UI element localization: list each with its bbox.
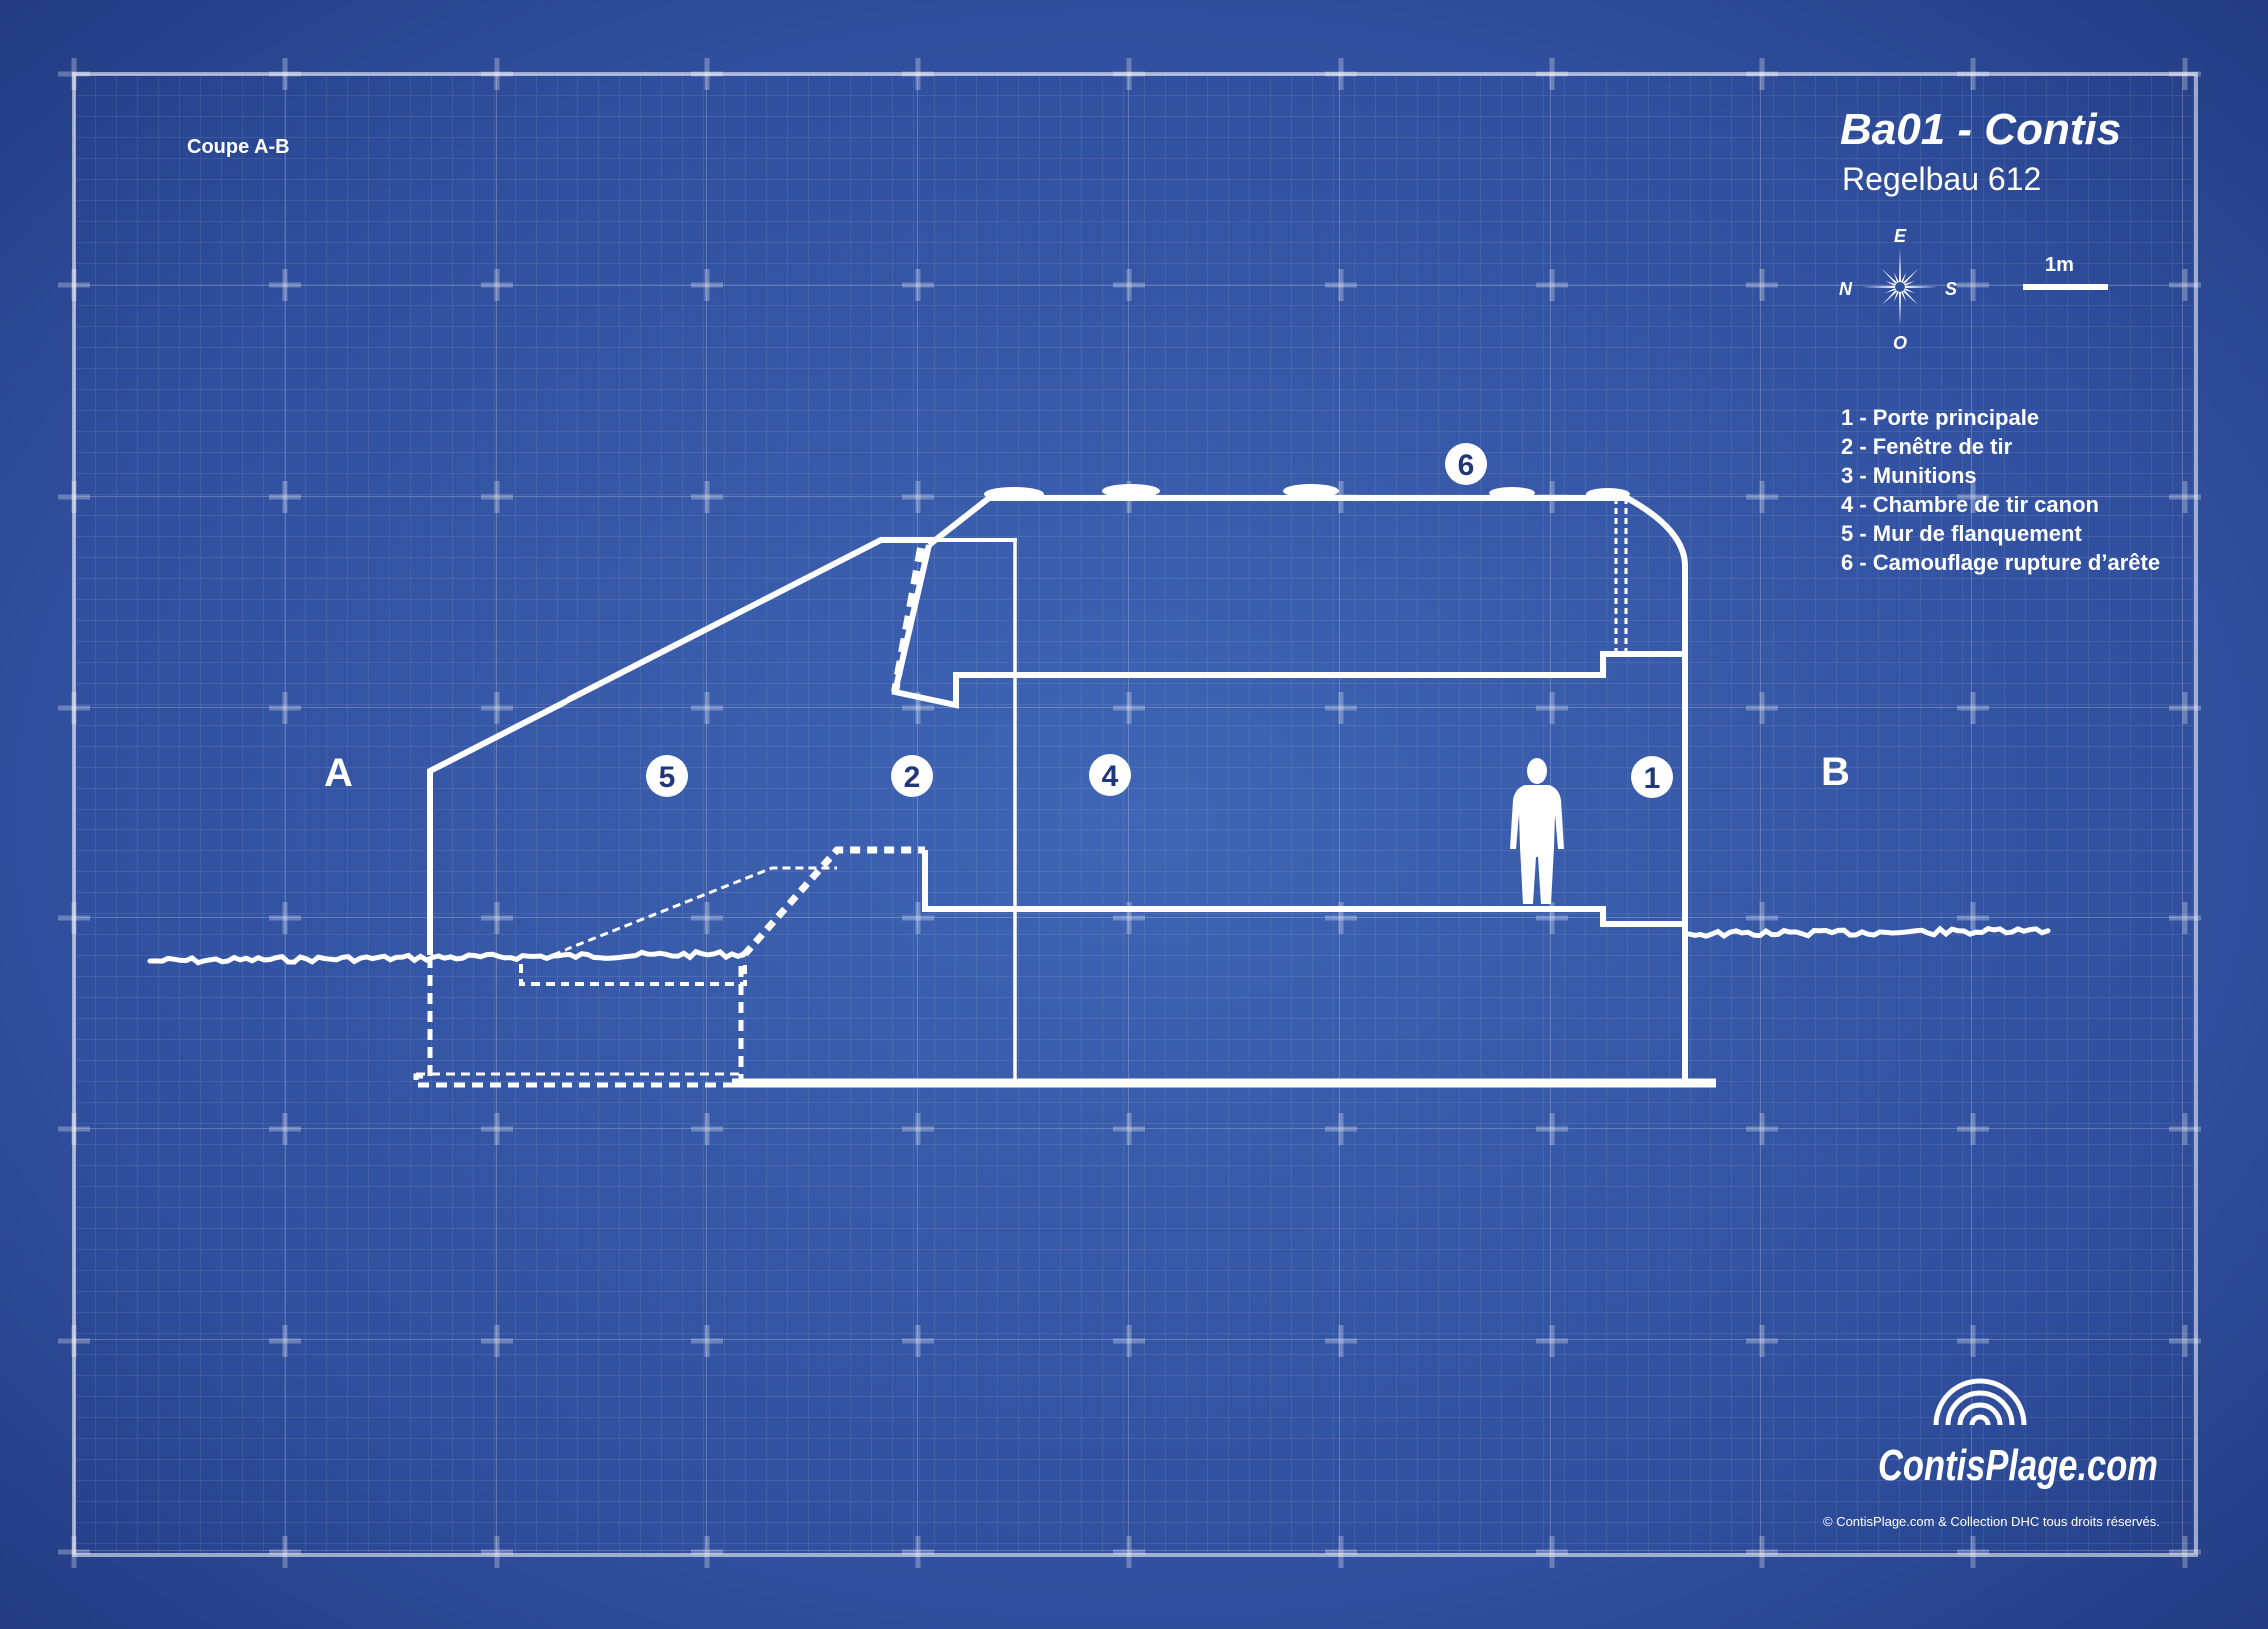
zone-2-label: 2 [904,761,921,794]
legend-item: 1 - Porte principale [1841,405,2039,430]
human-silhouette-icon [1510,758,1564,904]
major-grid [74,74,2196,1555]
legend-item: 2 - Fenêtre de tir [1841,434,2013,459]
hidden-pit [519,959,747,986]
section-point-a: A [324,751,353,795]
section-label: Coupe A-B [187,136,290,158]
drawing-subtitle: Regelbau 612 [1842,161,2041,197]
compass-north: N [1839,279,1853,299]
bunker-section [413,484,1716,1088]
sheet-frame [72,72,2198,1557]
zone-4-label: 4 [1102,760,1119,793]
hidden-ramp-lower [552,866,837,957]
compass-south: S [1945,279,1957,299]
interior-floor [922,850,1685,927]
zone-badge-5: 5 [646,755,688,797]
logo-brand: ContisPlage.com [1878,1441,2158,1490]
legend-item: 6 - Camouflage rupture d’arête [1841,550,2160,575]
legend-item: 4 - Chambre de tir canon [1841,492,2099,517]
hidden-ramp-top [741,846,925,957]
door-recess [1614,498,1628,654]
zone-badge-4: 4 [1089,754,1131,796]
hidden-embrasure-edge [891,547,925,693]
hidden-foundation [413,957,744,1088]
compass-rose-icon: N S E O [1839,226,1957,353]
scale-label: 1m [2045,254,2074,276]
zone-6-label: 6 [1458,449,1475,482]
copyright-text: © ContisPlage.com & Collection DHC tous … [1823,1514,2160,1529]
roof-camouflage [984,484,1630,501]
legend: 1 - Porte principale 2 - Fenêtre de tir … [1841,405,2160,575]
section-point-b: B [1821,750,1850,794]
drawing-title: Ba01 - Contis [1840,105,2121,154]
wave-logo-icon [1933,1378,2027,1426]
zone-badges: 5 2 4 1 6 [646,443,1673,798]
legend-item: 3 - Munitions [1841,463,1977,488]
compass-west: O [1893,333,1907,353]
zone-badge-1: 1 [1631,756,1673,798]
zone-1-label: 1 [1644,762,1661,795]
zone-5-label: 5 [659,761,676,794]
ground-line [147,925,2051,966]
zone-badge-2: 2 [891,755,933,797]
zone-badge-6: 6 [1445,443,1487,485]
legend-item: 5 - Mur de flanquement [1841,521,2082,546]
compass-east: E [1894,226,1907,246]
